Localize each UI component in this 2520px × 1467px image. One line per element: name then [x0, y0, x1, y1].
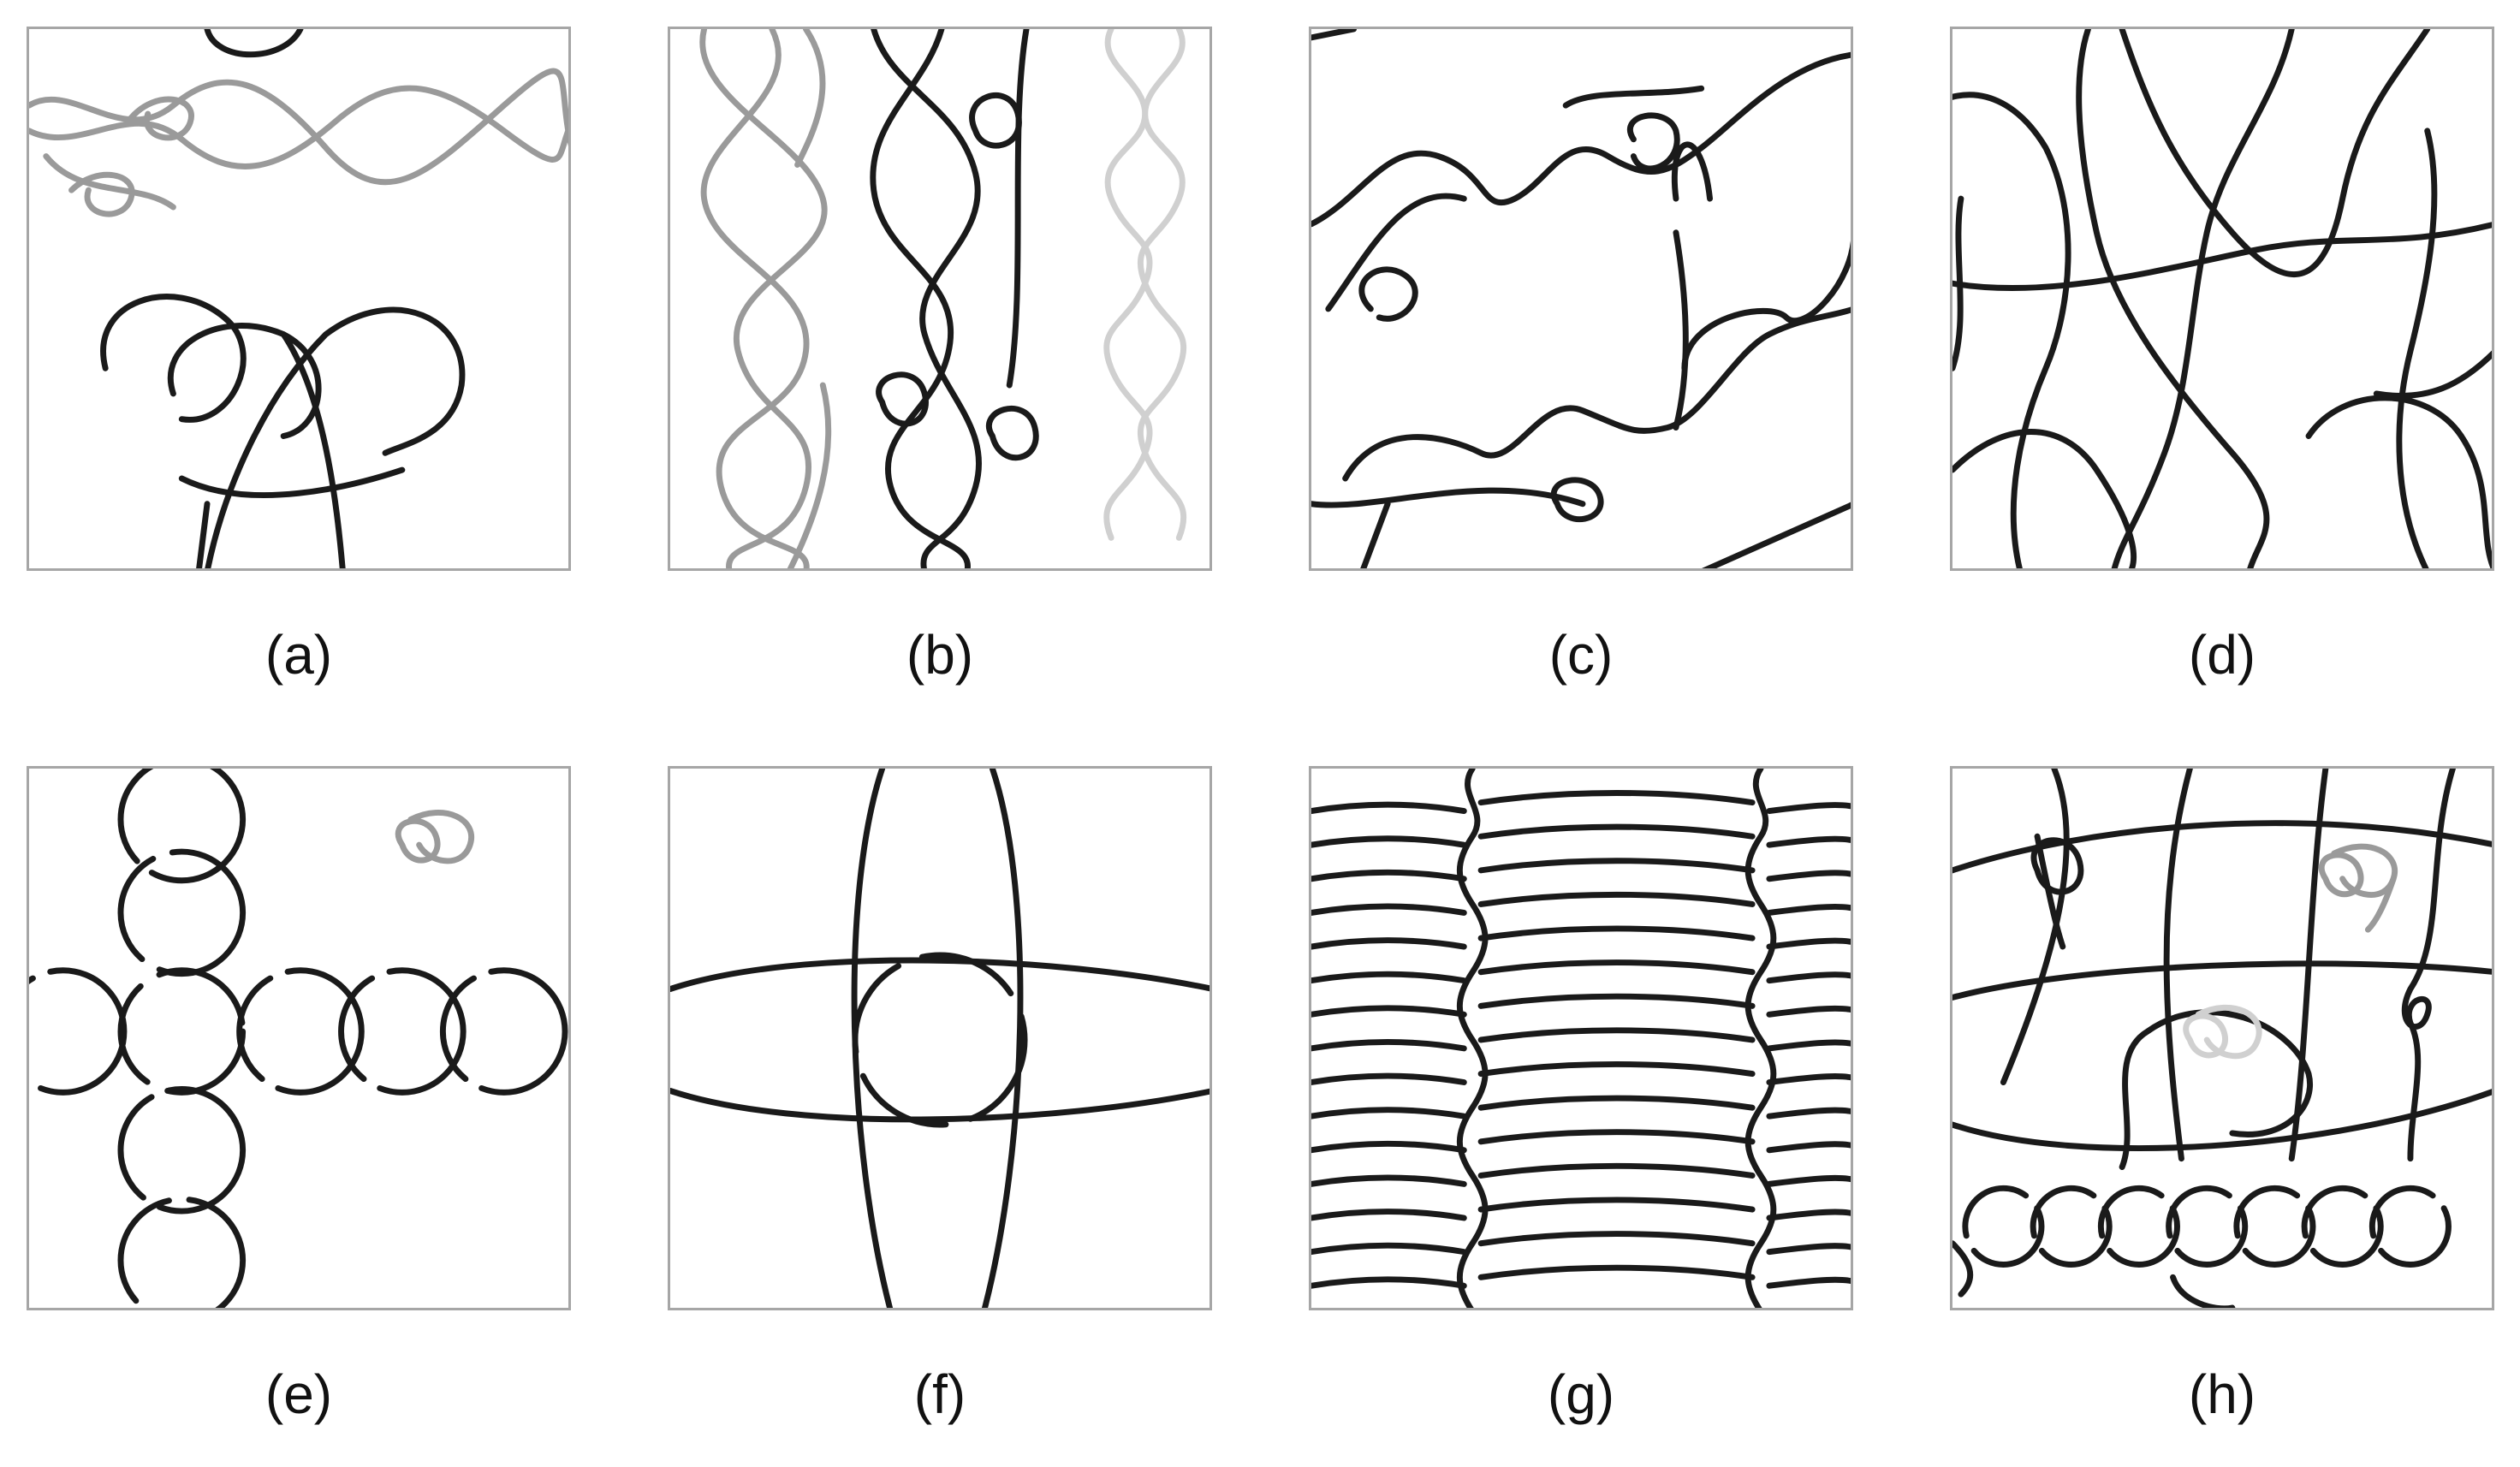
panel-f-caption: (f)	[913, 1363, 966, 1425]
panel-b	[668, 27, 1212, 571]
panel-c	[1309, 27, 1853, 571]
panel-g	[1309, 766, 1853, 1310]
panel-g-caption: (g)	[1547, 1363, 1615, 1425]
panel-e-diagram	[29, 769, 568, 1308]
panel-e	[27, 766, 571, 1310]
panel-a	[27, 27, 571, 571]
panel-d-caption: (d)	[2188, 624, 2256, 686]
panel-f-diagram	[670, 769, 1209, 1308]
panel-h-caption: (h)	[2188, 1363, 2256, 1425]
panel-a-diagram	[29, 29, 568, 568]
panel-c-caption: (c)	[1548, 624, 1614, 686]
panel-f	[668, 766, 1212, 1310]
panel-h	[1950, 766, 2494, 1310]
panel-b-caption: (b)	[906, 624, 974, 686]
panel-e-caption: (e)	[264, 1363, 333, 1425]
panel-d	[1950, 27, 2494, 571]
panel-g-diagram	[1311, 769, 1851, 1308]
panel-c-diagram	[1311, 29, 1851, 568]
panel-a-caption: (a)	[264, 624, 333, 686]
panel-b-diagram	[699, 29, 1187, 568]
panel-h-diagram	[1952, 769, 2492, 1308]
panel-d-diagram	[1952, 29, 2492, 568]
